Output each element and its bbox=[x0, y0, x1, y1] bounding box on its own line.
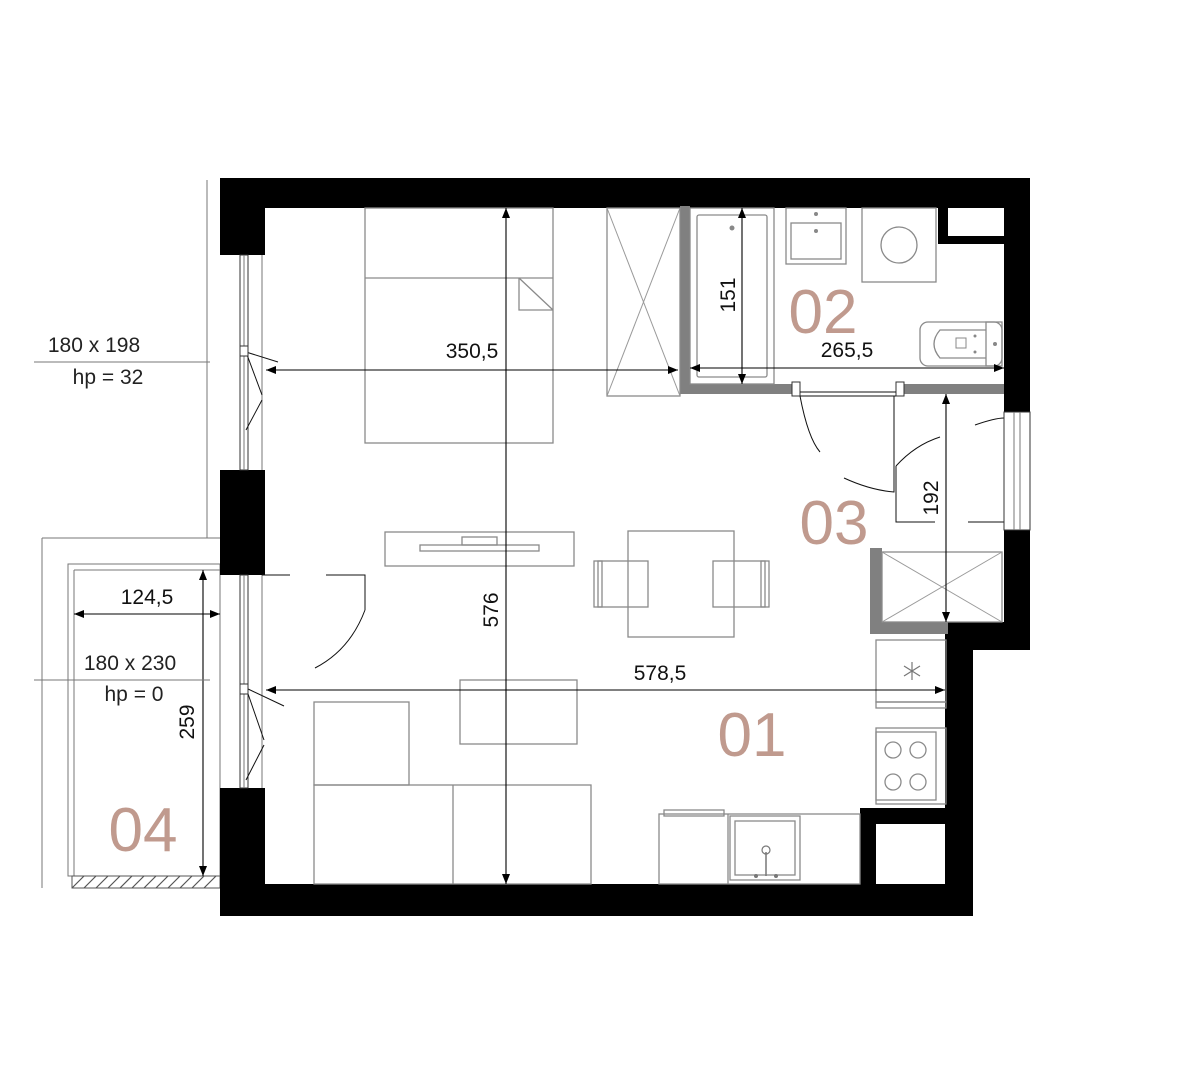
window-balcony-hp: hp = 0 bbox=[105, 683, 164, 706]
window-balcony-size: 180 x 230 bbox=[84, 652, 176, 675]
bathroom-fixtures bbox=[689, 207, 1003, 385]
cooktop-icon bbox=[884, 741, 927, 791]
window-balcony bbox=[239, 574, 285, 789]
washing-machine bbox=[861, 207, 937, 283]
kitchen bbox=[658, 639, 947, 885]
dim-hall-depth: 192 bbox=[920, 480, 943, 515]
inner-walls bbox=[680, 206, 1004, 634]
room-label-01: 01 bbox=[718, 701, 787, 770]
extractor-icon bbox=[903, 662, 921, 680]
dim-living-depth: 576 bbox=[480, 592, 503, 627]
washbasin bbox=[785, 207, 847, 265]
outer-walls bbox=[220, 178, 1030, 916]
tv-stand bbox=[384, 531, 575, 567]
room-label-03: 03 bbox=[800, 489, 869, 558]
dimension-lines bbox=[34, 208, 1004, 884]
hall-wardrobe bbox=[881, 551, 1003, 623]
kitchen-sink bbox=[729, 815, 801, 881]
dim-balcony-width: 124,5 bbox=[121, 586, 174, 609]
dining-table bbox=[593, 530, 770, 638]
bed bbox=[364, 207, 554, 444]
balcony-railing bbox=[71, 875, 221, 889]
wardrobe bbox=[606, 207, 681, 397]
bathroom-door bbox=[799, 391, 896, 493]
hall-door bbox=[895, 411, 1031, 531]
toilet bbox=[919, 321, 1003, 367]
balcony bbox=[41, 537, 221, 889]
dim-bath-depth: 151 bbox=[717, 277, 740, 312]
room-label-04: 04 bbox=[109, 796, 178, 865]
window-top bbox=[239, 254, 279, 471]
coffee-table bbox=[459, 679, 578, 745]
balcony-door-swing bbox=[262, 574, 366, 669]
room-label-02: 02 bbox=[789, 278, 858, 347]
dim-living-width: 350,5 bbox=[446, 340, 499, 363]
dim-bath-width: 265,5 bbox=[821, 339, 874, 362]
window-top-size: 180 x 198 bbox=[48, 334, 140, 357]
window-top-hp: hp = 32 bbox=[73, 366, 144, 389]
dim-living-width-full: 578,5 bbox=[634, 662, 687, 685]
dim-balcony-depth: 259 bbox=[176, 704, 199, 739]
sofa bbox=[313, 701, 592, 885]
